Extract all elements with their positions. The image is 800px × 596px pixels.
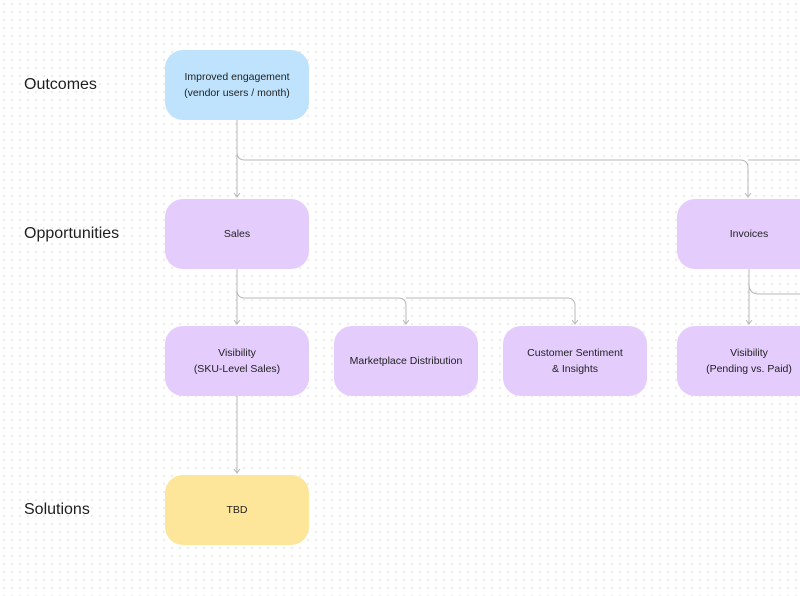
connector-outcome-bus bbox=[236, 151, 749, 197]
connector-invoices-offscreen bbox=[748, 283, 800, 295]
arrowhead bbox=[402, 319, 410, 325]
row-label-outcomes: Outcomes bbox=[24, 76, 97, 93]
solution-tbd-node[interactable]: TBD bbox=[165, 475, 309, 545]
arrowhead bbox=[233, 192, 241, 198]
opportunity-marketplace-node[interactable]: Marketplace Distribution bbox=[334, 326, 478, 396]
arrowhead bbox=[744, 192, 752, 198]
opportunity-sales-node[interactable]: Sales bbox=[165, 199, 309, 269]
outcome-node[interactable]: Improved engagement (vendor users / mont… bbox=[165, 50, 309, 120]
row-label-solutions: Solutions bbox=[24, 501, 90, 518]
connector-sales-sentiment bbox=[406, 297, 576, 324]
opportunity-visibility-sku-node[interactable]: Visibility (SKU-Level Sales) bbox=[165, 326, 309, 396]
arrowhead bbox=[233, 468, 241, 474]
arrowhead bbox=[571, 319, 579, 325]
arrowhead bbox=[233, 319, 241, 325]
arrowhead bbox=[745, 319, 753, 325]
connector-sales-bus bbox=[236, 289, 407, 324]
opportunity-visibility-pending-node[interactable]: Visibility (Pending vs. Paid) bbox=[677, 326, 800, 396]
opportunity-sentiment-node[interactable]: Customer Sentiment & Insights bbox=[503, 326, 647, 396]
row-label-opportunities: Opportunities bbox=[24, 225, 120, 242]
opportunity-invoices-node[interactable]: Invoices bbox=[677, 199, 800, 269]
